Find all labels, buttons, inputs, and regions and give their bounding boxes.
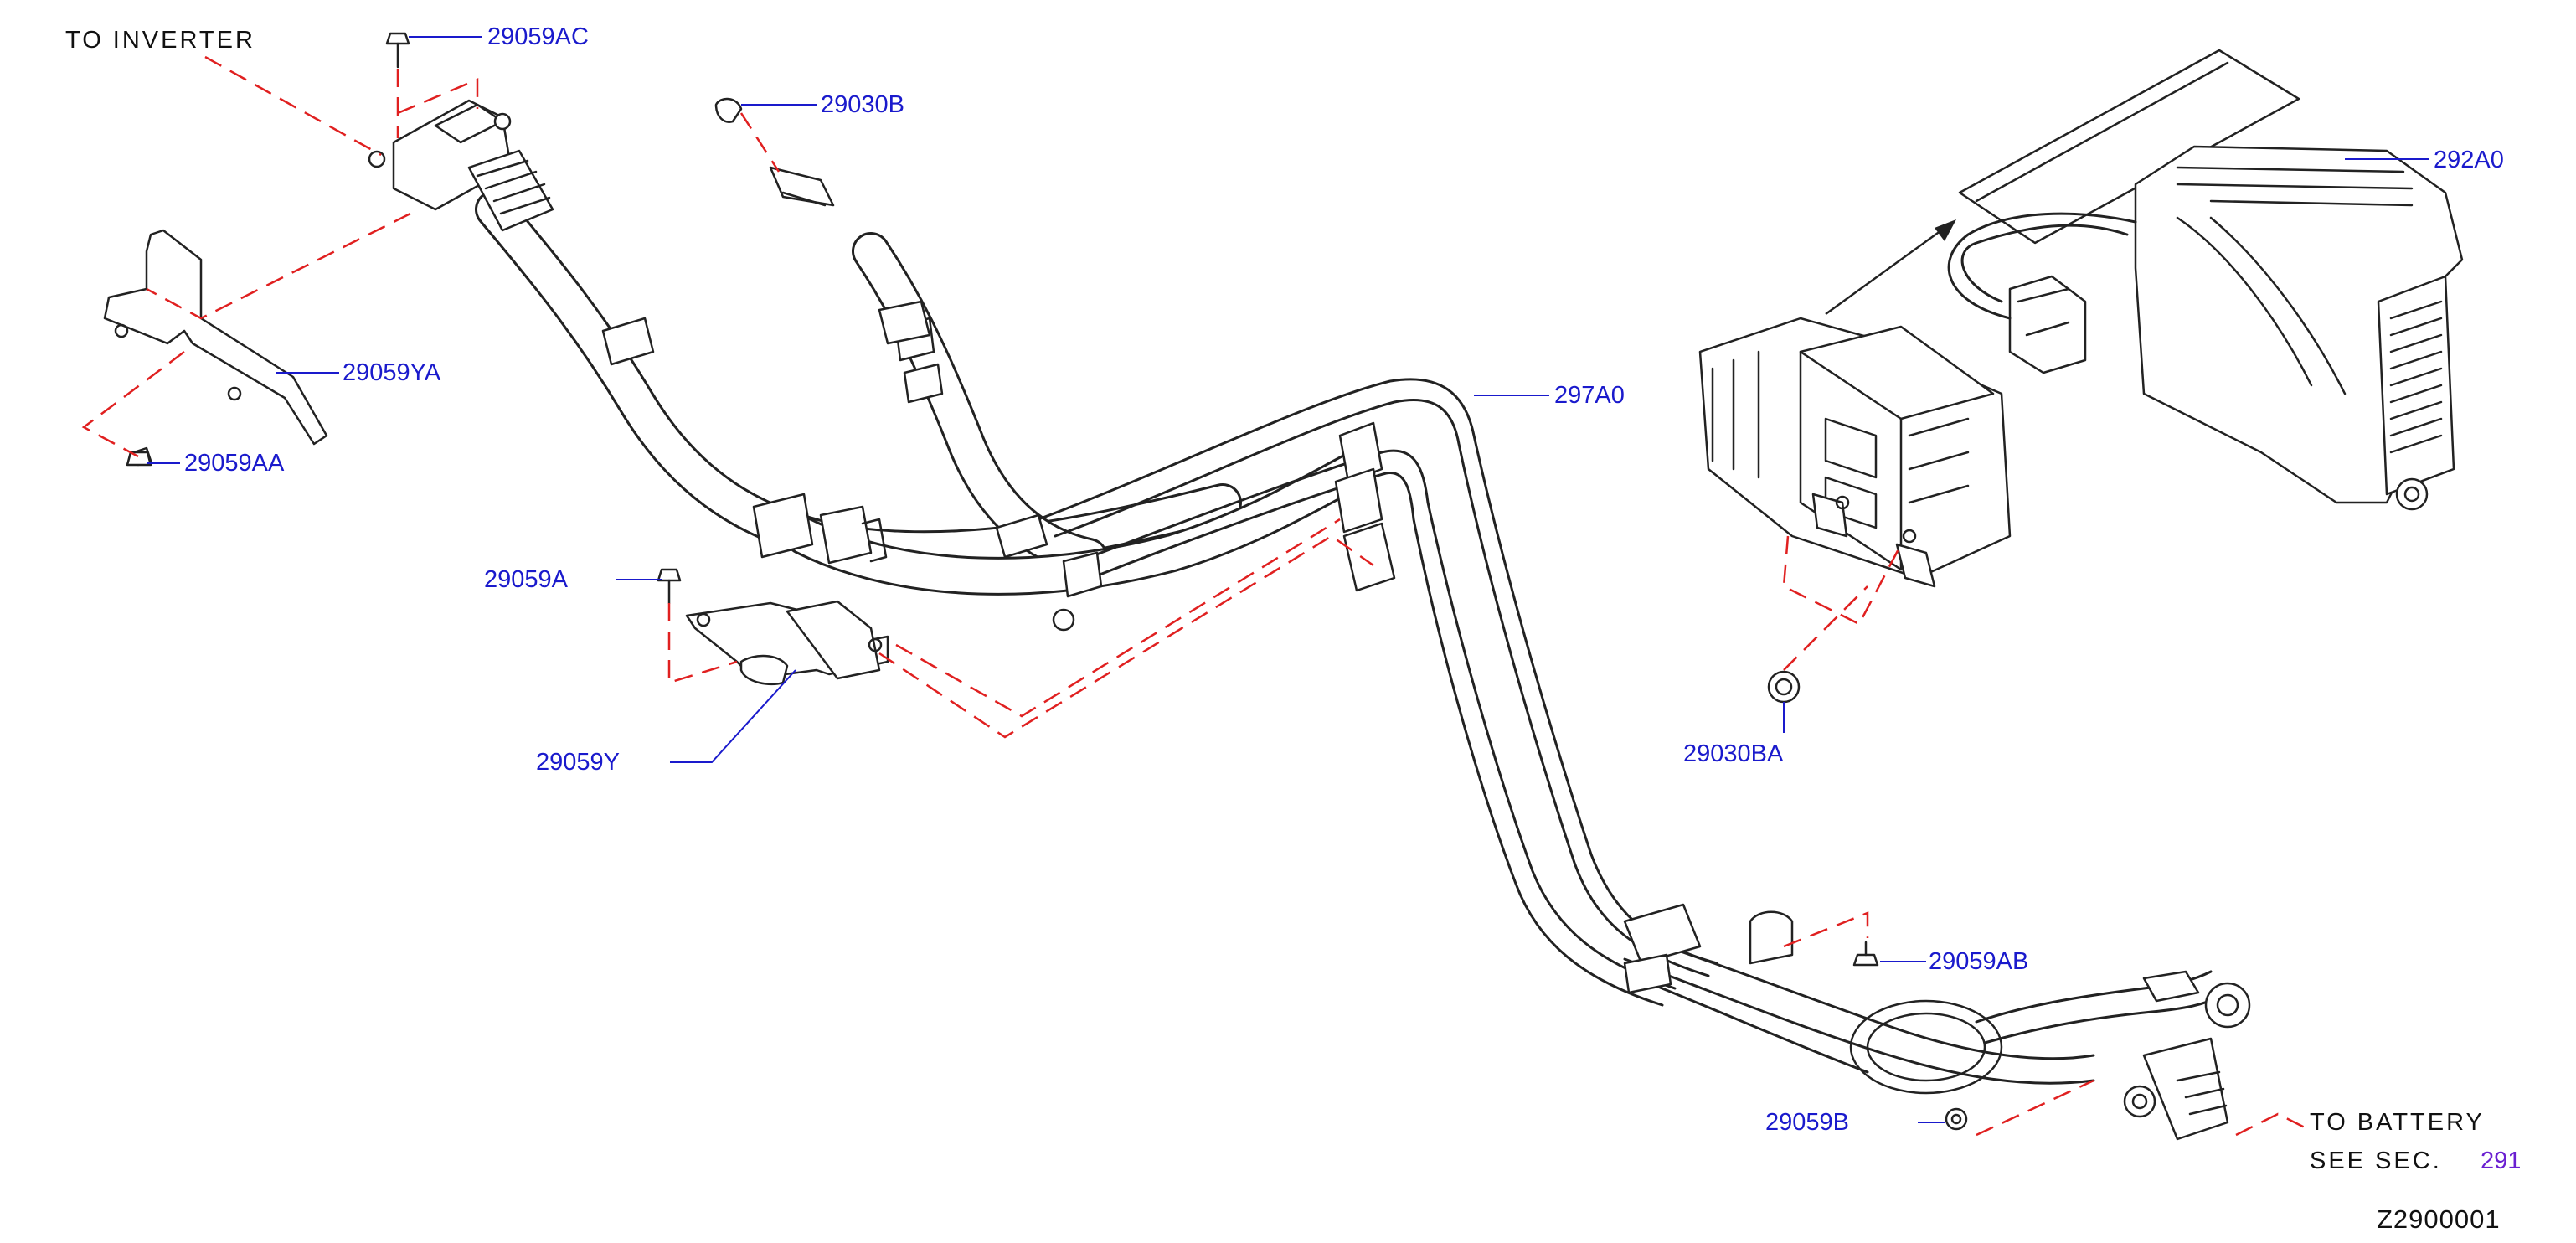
part-label-29030B[interactable]: 29030B bbox=[821, 91, 904, 118]
part-label-29059AC[interactable]: 29059AC bbox=[487, 23, 589, 50]
part-label-292A0[interactable]: 292A0 bbox=[2434, 147, 2504, 173]
bracket-29059Y bbox=[685, 600, 889, 686]
connector-29030B bbox=[714, 97, 931, 345]
assembly-arrow bbox=[1825, 219, 1956, 316]
bracket-29059YA bbox=[103, 229, 328, 467]
junction-box bbox=[1698, 317, 2012, 588]
part-label-29059AA[interactable]: 29059AA bbox=[184, 450, 285, 477]
part-label-29059AB[interactable]: 29059AB bbox=[1929, 948, 2029, 975]
part-label-29059Y[interactable]: 29059Y bbox=[536, 749, 620, 776]
label-to-inverter: TO INVERTER bbox=[65, 27, 255, 54]
section-reference-link[interactable]: 291 bbox=[2481, 1148, 2522, 1174]
part-label-29059A[interactable]: 29059A bbox=[484, 566, 568, 593]
harness-297A0 bbox=[475, 190, 2251, 1141]
power-delivery-module-292A0 bbox=[1947, 49, 2464, 511]
drawing-id: Z2900001 bbox=[2377, 1204, 2501, 1234]
part-leaders bbox=[147, 36, 2429, 1123]
part-label-29059YA[interactable]: 29059YA bbox=[343, 359, 441, 386]
part-label-297A0[interactable]: 297A0 bbox=[1554, 382, 1625, 409]
part-label-29030BA[interactable]: 29030BA bbox=[1683, 740, 1784, 767]
part-label-29059B[interactable]: 29059B bbox=[1765, 1109, 1849, 1136]
dashed-leaders bbox=[81, 55, 2312, 1137]
label-to-battery: TO BATTERY bbox=[2310, 1109, 2485, 1136]
inverter-connector bbox=[368, 99, 554, 232]
label-see-sec: SEE SEC. bbox=[2310, 1148, 2442, 1174]
